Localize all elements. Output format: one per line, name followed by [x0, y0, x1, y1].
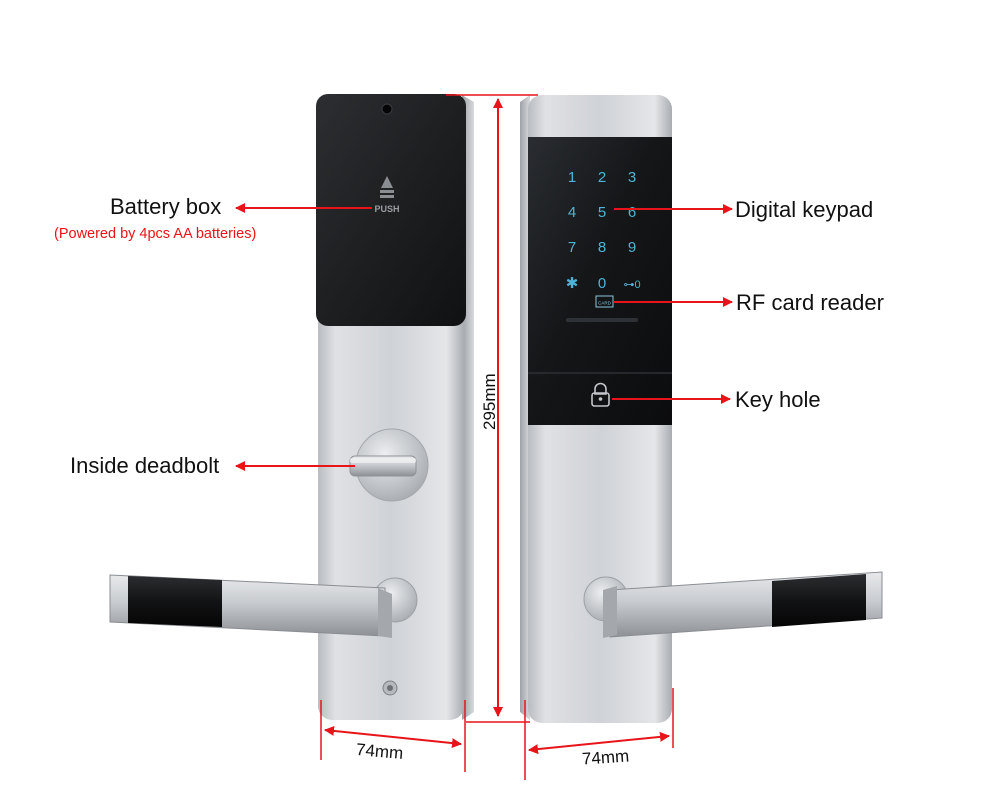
inside-deadbolt-label: Inside deadbolt: [70, 453, 220, 478]
outside-width-dimension-label: 74mm: [581, 746, 630, 769]
digital-keypad-panel: [528, 137, 672, 425]
battery-box-label: Battery box: [110, 194, 222, 219]
outside-plate-edge: [520, 95, 530, 720]
key-hole-label: Key hole: [735, 387, 821, 412]
battery-push-text: PUSH: [374, 204, 399, 214]
digital-keypad-label: Digital keypad: [735, 197, 874, 222]
keypad-key: 7: [568, 239, 576, 256]
battery-screw-icon: [381, 103, 393, 115]
keypad-key: 0: [598, 275, 606, 292]
rf-card-reader-label: RF card reader: [736, 290, 884, 315]
outside-unit: 1 2 3 4 5 6 7 8 9 ✱ 0 ⊶0 CARD: [520, 95, 883, 723]
keypad-key: 3: [628, 169, 636, 186]
push-arrow-icon: [381, 176, 393, 188]
inside-width-dimension-line: [324, 725, 462, 749]
keypad-key: 5: [598, 204, 606, 221]
outside-width-dimension-line: [528, 731, 670, 755]
keypad-key: ⊶0: [623, 279, 640, 291]
keypad-key: 6: [628, 204, 636, 221]
height-dimension-label: 295mm: [480, 373, 499, 430]
battery-box: [316, 94, 466, 326]
keypad-keys: 1 2 3 4 5 6 7 8 9 ✱ 0 ⊶0: [566, 169, 641, 292]
keypad-key: 2: [598, 169, 606, 186]
outside-handle-black-inlay: [772, 574, 866, 627]
battery-note-label: (Powered by 4pcs AA batteries): [54, 226, 257, 242]
inside-unit: PUSH: [109, 94, 474, 720]
keypad-key: ✱: [566, 275, 579, 292]
keypad-key: 9: [628, 239, 636, 256]
keypad-key: 1: [568, 169, 576, 186]
inside-width-dimension-label: 74mm: [355, 739, 405, 764]
annotation-arrows: [235, 94, 733, 780]
card-icon-text: CARD: [598, 301, 612, 306]
card-reader-icon: [595, 295, 614, 308]
keypad-key: 8: [598, 239, 606, 256]
inside-handle-black-inlay: [128, 576, 222, 627]
keypad-key: 4: [568, 204, 576, 221]
